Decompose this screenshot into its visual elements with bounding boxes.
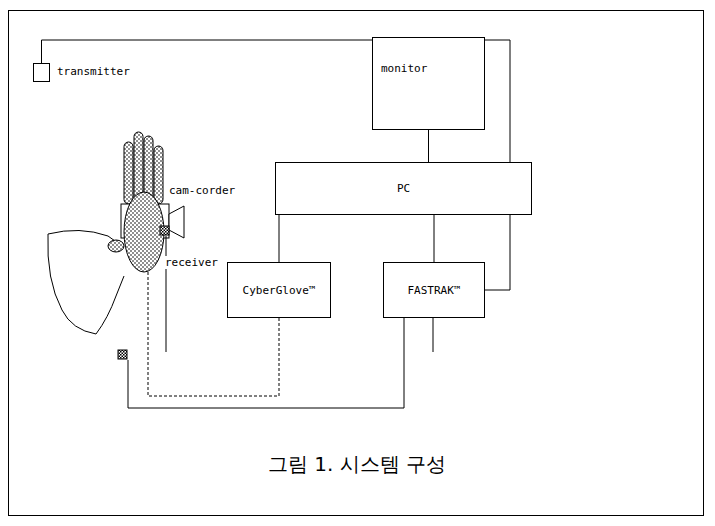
pc-box: PC	[275, 162, 532, 215]
node-text: monitor	[381, 62, 476, 75]
monitor-box: monitor	[372, 37, 485, 130]
node-text: transmitter	[57, 65, 130, 78]
node-text: CyberGlove™	[243, 284, 316, 297]
part-label: receiver	[164, 256, 219, 269]
cyberglove-box: CyberGlove™	[227, 262, 331, 318]
node-text: PC	[397, 182, 410, 195]
part-label: cam-corder	[168, 184, 236, 197]
figure-caption: 그림 1. 시스템 구성	[268, 452, 446, 476]
connector-line	[428, 130, 429, 162]
transmitter-box: transmitter	[33, 63, 50, 82]
node-text: FASTRAK™	[408, 284, 461, 297]
outer-frame	[8, 10, 704, 516]
connector-line	[279, 215, 280, 262]
fastrak-box: FASTRAK™	[383, 262, 485, 318]
connector-line	[434, 215, 435, 262]
